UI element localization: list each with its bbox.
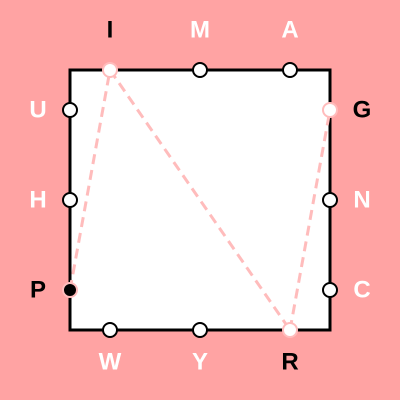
- letter-label-n[interactable]: N: [353, 187, 370, 214]
- letter-node-a[interactable]: [282, 62, 298, 78]
- letter-label-c[interactable]: C: [353, 277, 370, 304]
- letter-node-c[interactable]: [322, 282, 338, 298]
- letter-label-y[interactable]: Y: [192, 349, 208, 376]
- letter-node-i[interactable]: [102, 62, 118, 78]
- letter-nodes: [62, 62, 338, 338]
- puzzle-board: [68, 68, 332, 332]
- letter-label-u[interactable]: U: [29, 97, 46, 124]
- letter-node-y[interactable]: [192, 322, 208, 338]
- letter-node-w[interactable]: [102, 322, 118, 338]
- letter-label-w[interactable]: W: [99, 349, 122, 376]
- letter-label-i[interactable]: I: [107, 17, 114, 44]
- letter-node-p[interactable]: [62, 282, 78, 298]
- letter-label-h[interactable]: H: [29, 187, 46, 214]
- path-segment-i-r: [108, 69, 292, 331]
- letter-label-m[interactable]: M: [190, 17, 210, 44]
- letter-node-r[interactable]: [282, 322, 298, 338]
- letter-node-m[interactable]: [192, 62, 208, 78]
- letter-node-n[interactable]: [322, 192, 338, 208]
- letter-label-g[interactable]: G: [353, 97, 372, 124]
- letter-node-h[interactable]: [62, 192, 78, 208]
- path-segment-p-i: [68, 69, 112, 291]
- word-path: [68, 69, 332, 331]
- letter-node-u[interactable]: [62, 102, 78, 118]
- letter-node-g[interactable]: [322, 102, 338, 118]
- letter-label-p[interactable]: P: [30, 277, 46, 304]
- letter-labels: I M A G N C W Y R U H P: [29, 17, 371, 376]
- letter-label-a[interactable]: A: [281, 17, 298, 44]
- path-segment-r-g: [288, 109, 332, 331]
- letter-label-r[interactable]: R: [281, 349, 298, 376]
